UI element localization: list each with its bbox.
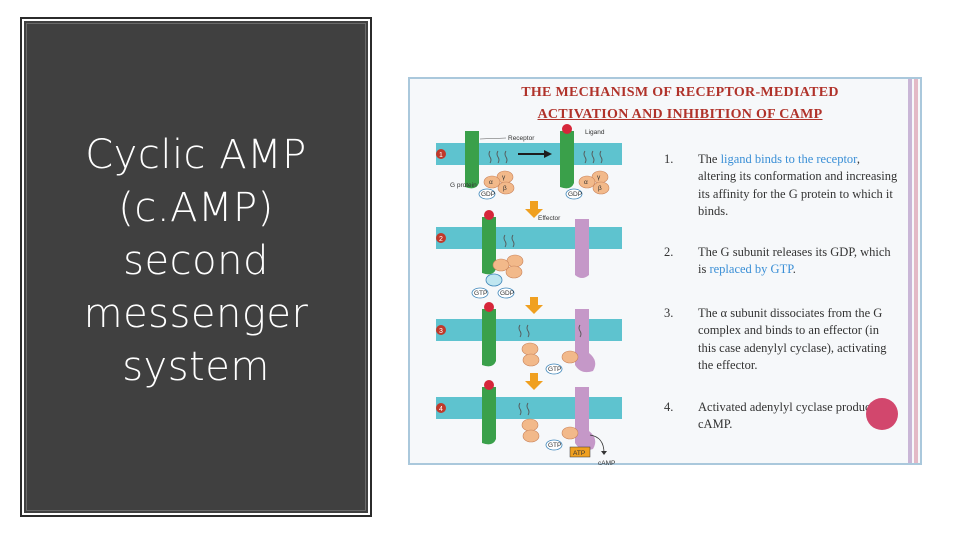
diagram-label: ATP: [573, 450, 585, 457]
diagram-label: GTP: [548, 366, 561, 373]
diagram-label: GDP: [568, 191, 582, 198]
title-line: system: [122, 344, 270, 390]
step-highlight: replaced by GTP: [709, 262, 793, 277]
svg-text:1: 1: [439, 152, 443, 159]
ligand-dot: [484, 302, 494, 312]
diagram-label: α: [584, 179, 588, 186]
receptor-shape: [560, 131, 574, 189]
mechanism-figure: The mechanism of receptor-mediated activ…: [408, 77, 922, 467]
membrane-band: [436, 227, 622, 249]
title-line: (c.AMP): [118, 185, 274, 231]
step-number: 2.: [664, 245, 674, 259]
mechanism-diagram: 1 2 3 4: [436, 124, 622, 467]
decorative-dot: [866, 398, 898, 430]
g-protein-cluster: [565, 150, 610, 200]
receptor-shape: [465, 131, 479, 189]
step-number: 1.: [664, 152, 674, 166]
step-text: The G subunit releases its GDP, which is…: [698, 244, 898, 279]
title-line: second: [123, 238, 269, 284]
diagram-label: β: [598, 185, 602, 192]
step-text-part: The: [698, 152, 721, 166]
svg-text:2: 2: [439, 236, 443, 243]
figure-edge-stripe: [914, 79, 918, 463]
diagram-label: Ligand: [585, 129, 605, 136]
effector-shape: [575, 219, 589, 278]
step-text: Activated adenylyl cyclase produces cAMP…: [698, 400, 881, 432]
step-text-part: The G subunit releases its GDP, which is: [698, 245, 891, 277]
svg-text:4: 4: [439, 406, 443, 413]
ligand-dot: [484, 380, 494, 390]
svg-text:3: 3: [439, 328, 443, 335]
diagram-label: G protein: [450, 182, 477, 189]
diagram-label: γ: [597, 174, 601, 181]
step-arrow: [525, 201, 543, 218]
step-text: The α subunit dissociates from the G com…: [698, 306, 887, 372]
step-marker: 1: [436, 149, 446, 159]
step-text: The ligand binds to the receptor, alteri…: [698, 151, 898, 220]
membrane-band: [436, 397, 622, 419]
g-protein-cluster: [518, 402, 579, 451]
step-number: 4.: [664, 400, 674, 414]
ligand-dot: [484, 210, 494, 220]
membrane-band: [436, 319, 622, 341]
effector-shape: [575, 387, 596, 451]
title-line: messenger: [83, 291, 309, 337]
step-number: 3.: [664, 306, 674, 320]
diagram-label: Receptor: [508, 135, 535, 142]
step-arrow: [525, 297, 543, 314]
step-highlight: ligand binds to the receptor: [720, 152, 857, 166]
title-panel: Cyclic AMP (c.AMP) second messenger syst…: [20, 17, 372, 517]
title-line: Cyclic AMP: [85, 132, 307, 178]
conversion-arrow: [589, 434, 605, 454]
receptor-shape: [482, 217, 496, 275]
transition-arrow: [544, 150, 552, 158]
diagram-label: α: [489, 179, 493, 186]
leader-line: [479, 137, 507, 140]
slide-title: Cyclic AMP (c.AMP) second messenger syst…: [24, 129, 368, 394]
diagram-label: GDP: [500, 290, 514, 297]
diagram-label: γ: [502, 174, 506, 181]
step-marker: 4: [436, 403, 446, 413]
step-marker: 3: [436, 325, 446, 335]
step-arrow: [525, 373, 543, 390]
diagram-label: GTP: [548, 442, 561, 449]
figure-title-line: activation and inhibition of cAMP: [537, 107, 823, 122]
g-protein-cluster: [478, 150, 515, 200]
g-protein-cluster: [471, 234, 524, 299]
diagram-label: cAMP: [598, 460, 615, 467]
conversion-arrow: [601, 451, 607, 455]
diagram-label: GDP: [481, 191, 495, 198]
g-protein-cluster: [518, 324, 582, 375]
diagram-label: Effector: [538, 215, 561, 222]
step-text-part: .: [792, 262, 796, 277]
figure-title-line: The mechanism of receptor-mediated: [521, 85, 839, 100]
receptor-shape: [482, 387, 496, 445]
diagram-label: β: [503, 185, 507, 192]
step-marker: 2: [436, 233, 446, 243]
figure-edge-stripe: [908, 79, 912, 463]
figure-title: The mechanism of receptor-mediated activ…: [470, 82, 890, 126]
effector-shape: [575, 309, 596, 373]
step-text-part: , altering its conformation and increasi…: [698, 152, 898, 218]
atp-box: [569, 446, 591, 458]
diagram-label: GTP: [474, 290, 487, 297]
ligand-dot: [562, 124, 572, 134]
receptor-shape: [482, 309, 496, 367]
